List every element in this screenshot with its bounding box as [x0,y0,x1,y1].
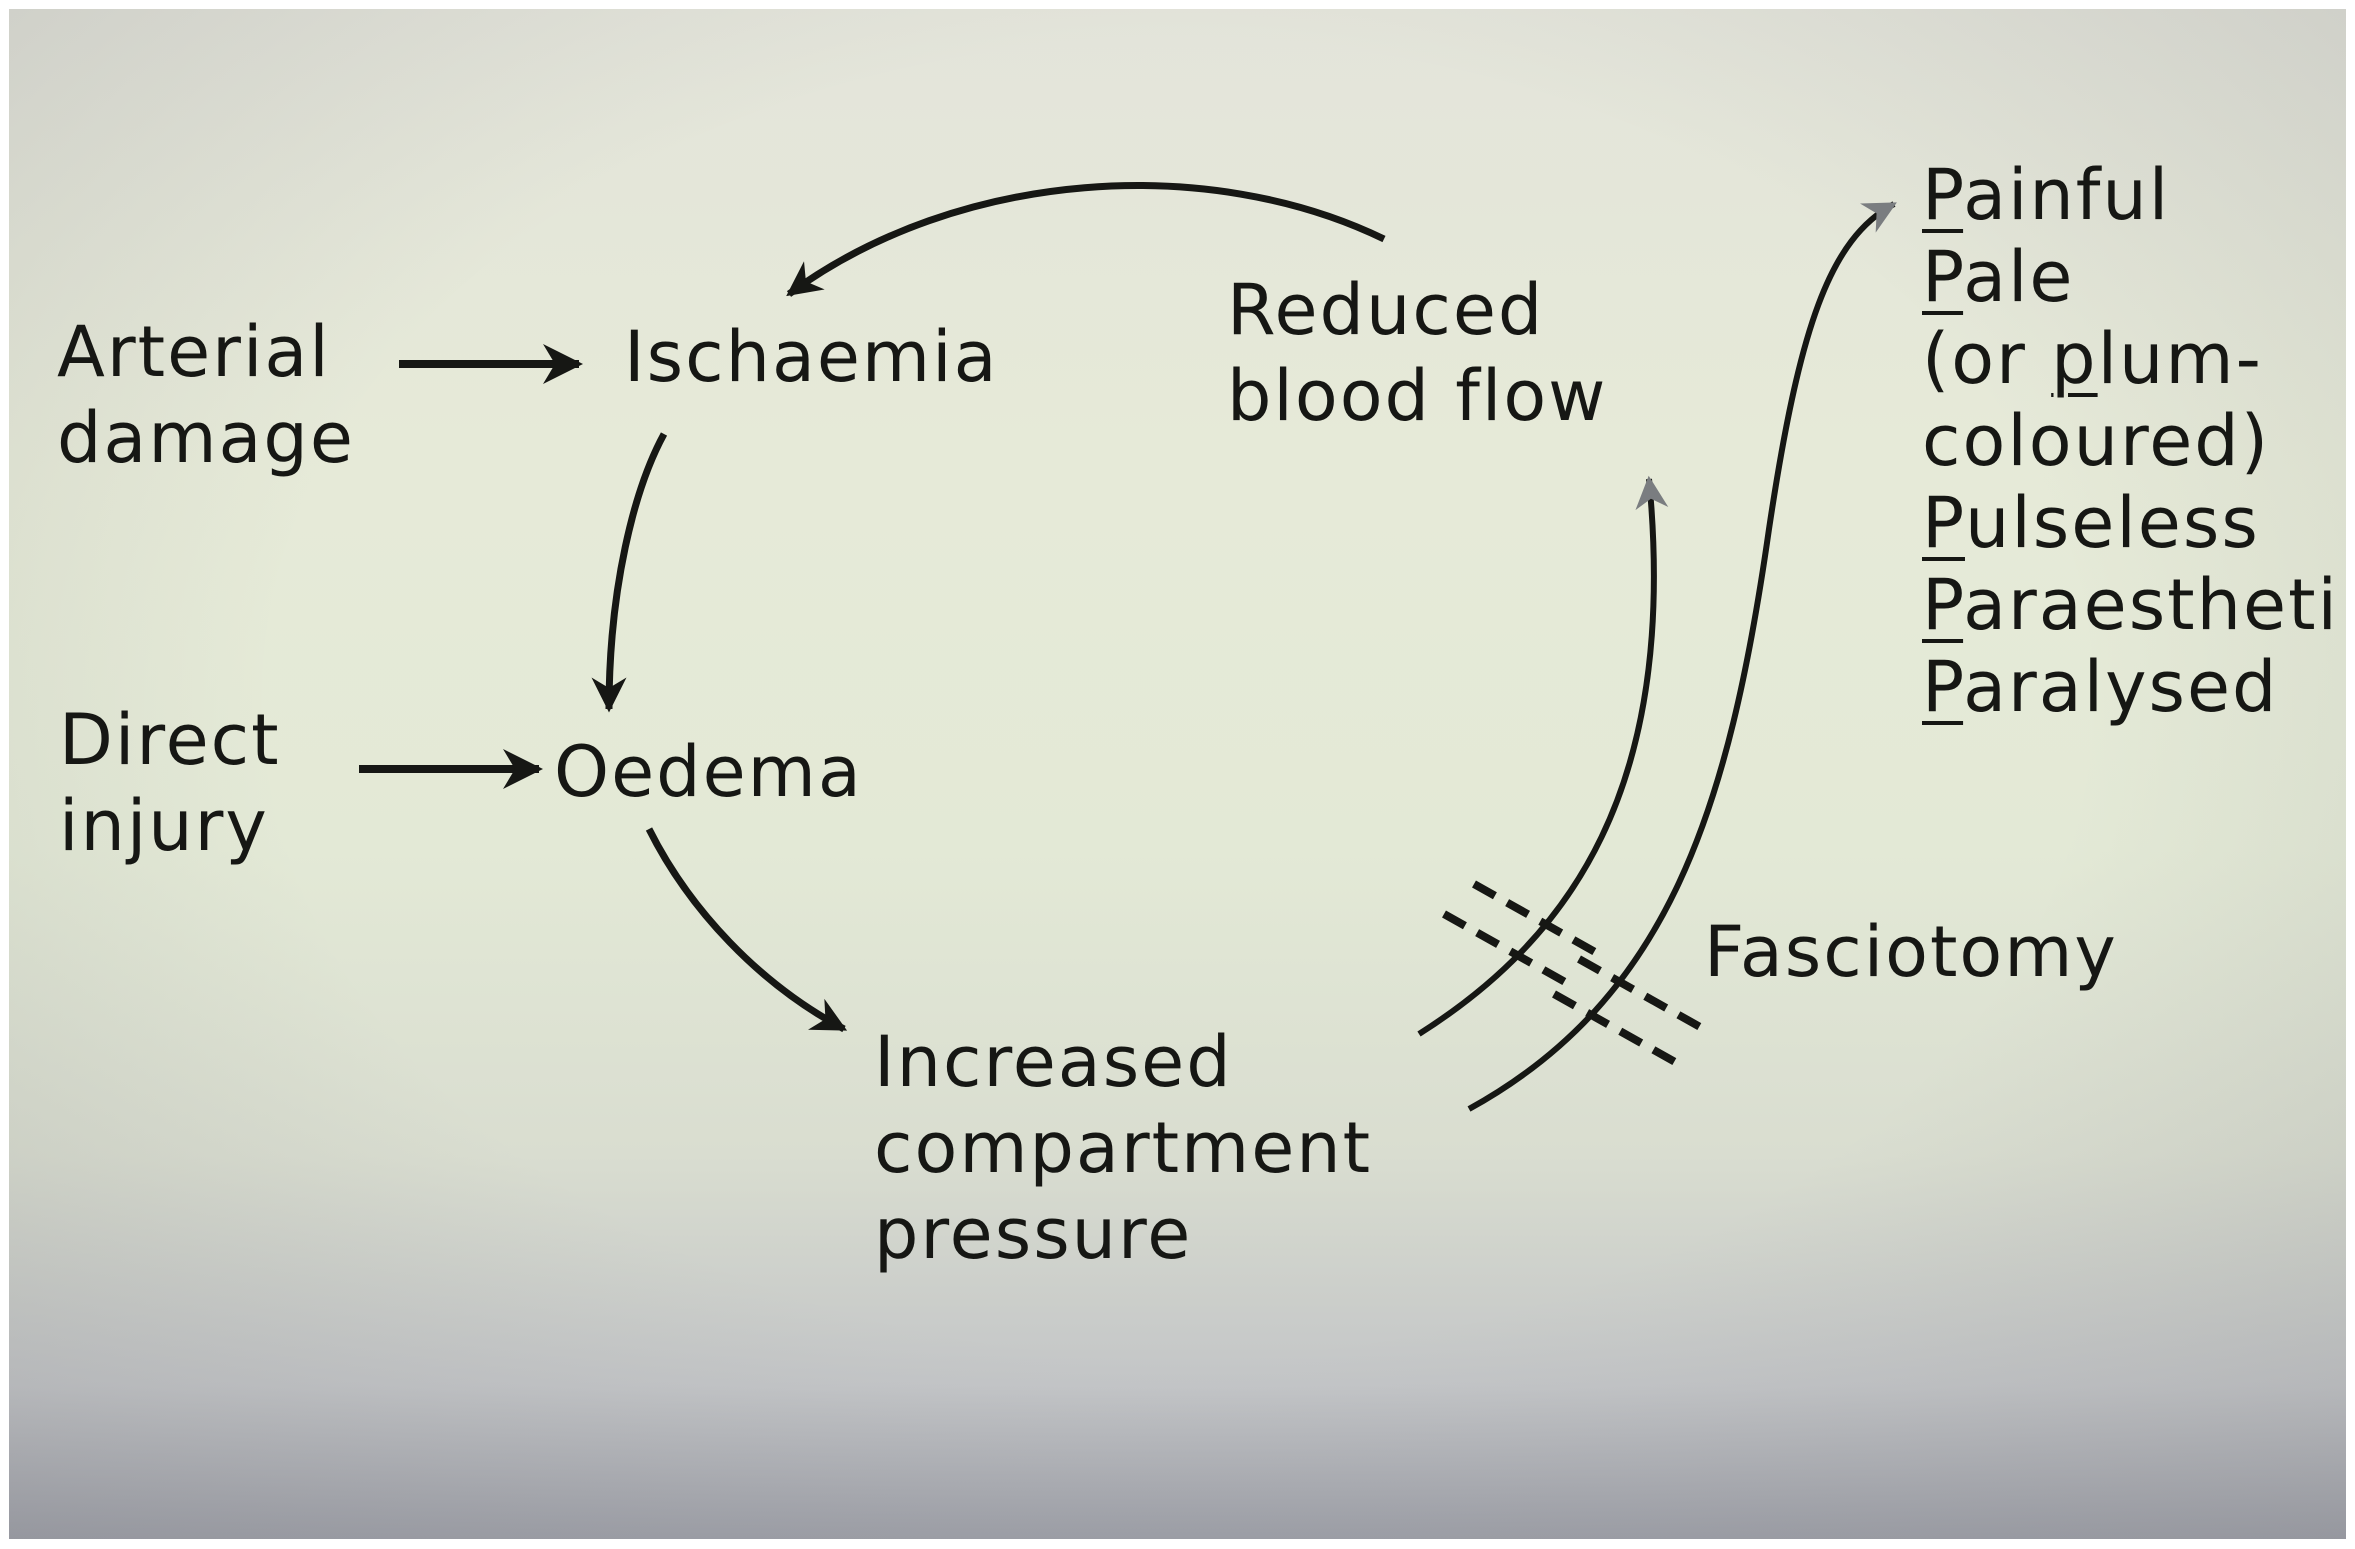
label-increased-compartment-pressure: Increased compartment pressure [874,1019,1372,1277]
label-arterial-damage: Arterial damage [57,309,355,481]
diagram-photo: Arterial damage Ischaemia Reduced blood … [9,9,2346,1539]
diagram-arrows [359,182,1897,1112]
label-line: Increased [874,1021,1233,1103]
label-line: pressure [874,1193,1193,1275]
sign-item: Pale [1922,236,2075,318]
sign-item: Paralysed [1922,646,2279,728]
arrow-ischaemia-to-oedema [591,432,668,713]
label-line: damage [57,397,355,479]
label-line: Arterial [57,311,331,393]
signs-list: Painful Pale (or plum- coloured) Pulsele… [1922,154,2339,728]
arrow-pressure-to-signs [1467,201,1897,1112]
photo-shading [9,9,2346,1539]
sign-item: (or plum- [1922,318,2263,400]
label-reduced-blood-flow: Reduced blood flow [1227,267,1607,439]
sign-item: coloured) [1922,400,2271,482]
arrow-bloodflow-to-ischaemia [786,182,1386,297]
label-line: injury [59,785,269,867]
arrow-oedema-to-pressure [645,827,848,1033]
label-line: Reduced [1227,269,1545,351]
label-line: compartment [874,1107,1373,1189]
label-oedema: Oedema [554,731,863,813]
sign-item: Painful [1922,154,2171,236]
fasciotomy-cut-marks [1442,880,1711,1071]
label-direct-injury: Direct injury [59,697,281,869]
label-line: Direct [59,699,281,781]
label-ischaemia: Ischaemia [624,316,999,398]
arrow-pressure-to-bloodflow [1417,475,1669,1037]
sign-item: Paraestheti [1922,564,2339,646]
sign-item: Pulseless [1922,482,2260,564]
label-line: blood flow [1227,355,1608,437]
label-fasciotomy: Fasciotomy [1704,911,2118,993]
